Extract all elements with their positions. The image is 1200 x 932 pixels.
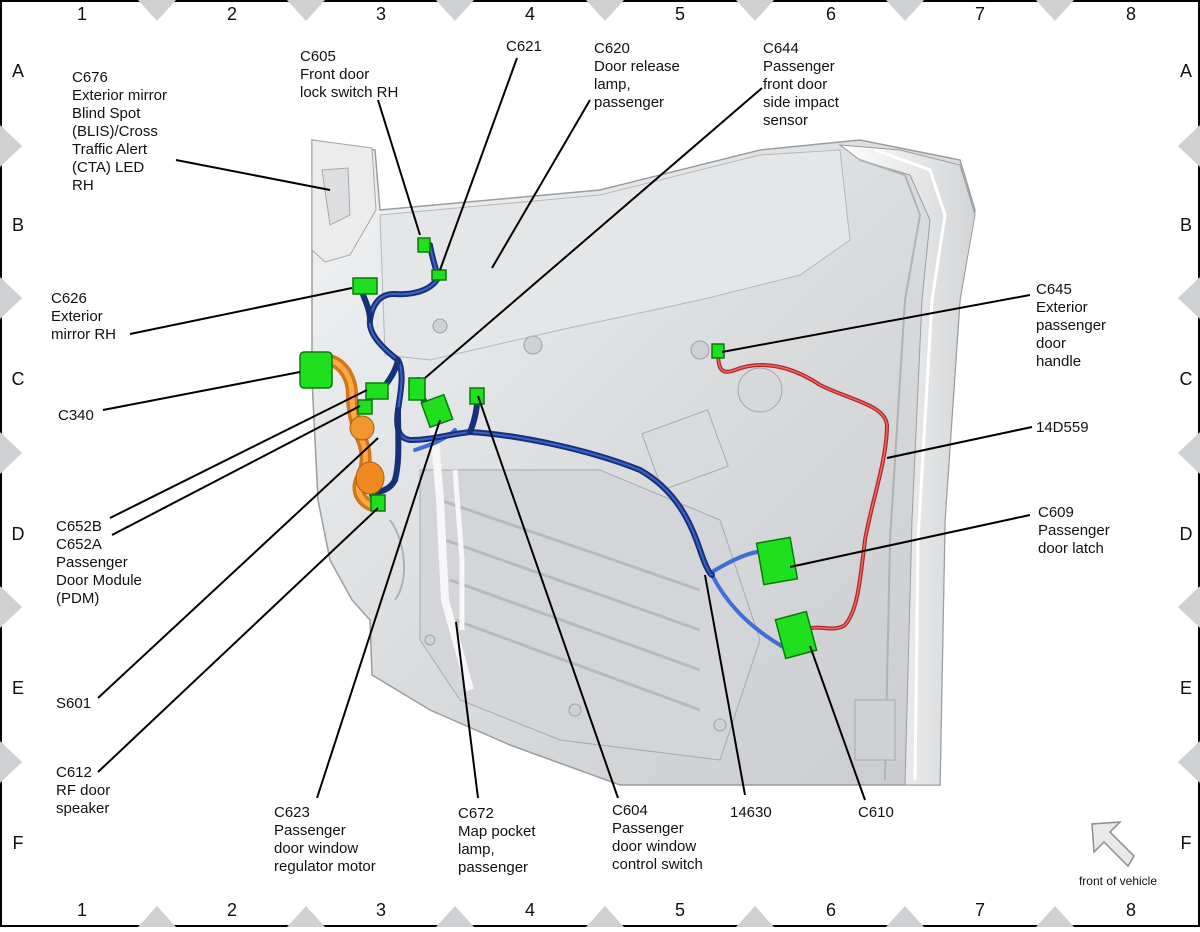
grid-tick-right [1178, 432, 1200, 474]
col-label-bottom: 3 [376, 900, 386, 920]
grid-tick-bottom [736, 906, 774, 927]
row-label-left: C [12, 369, 25, 389]
grid-tick-left [0, 125, 22, 167]
handle-harness [716, 350, 889, 631]
row-label-left: F [13, 833, 24, 853]
connector-c605 [417, 237, 431, 253]
grid-tick-top [436, 0, 474, 21]
grid-tick-top [138, 0, 176, 21]
pdm-harness [324, 354, 385, 511]
col-label-top: 1 [77, 4, 87, 24]
grid-tick-bottom [436, 906, 474, 927]
row-label-left: B [12, 215, 24, 235]
connector-c604 [469, 387, 485, 405]
arrow-up-left-icon [1091, 821, 1135, 868]
label-s601: S601 [56, 695, 91, 712]
label-c609: C609 Passenger door latch [1038, 504, 1114, 557]
grid-tick-right [1178, 586, 1200, 628]
grid-tick-top [886, 0, 924, 21]
connector-c644 [408, 377, 426, 401]
label-c340: C340 [58, 407, 94, 424]
label-14630: 14630 [730, 804, 772, 821]
col-label-bottom: 7 [975, 900, 985, 920]
grid-tick-left [0, 277, 22, 319]
col-label-top: 5 [675, 4, 685, 24]
grid-tick-top [287, 0, 325, 21]
grid-tick-top [1036, 0, 1074, 21]
row-label-right: C [1180, 369, 1193, 389]
label-c644: C644 Passenger front door side impact se… [763, 40, 843, 129]
col-label-bottom: 6 [826, 900, 836, 920]
grid-tick-left [0, 432, 22, 474]
connector-c610 [774, 610, 818, 660]
connector-c652b [365, 382, 389, 400]
label-c676: C676 Exterior mirror Blind Spot (BLIS)/C… [72, 69, 171, 194]
grid-labels: 1 2 3 4 5 6 7 8 1 2 3 4 5 6 7 8 A B C D … [12, 4, 1193, 920]
col-label-top: 3 [376, 4, 386, 24]
callout-labels: C676 Exterior mirror Blind Spot (BLIS)/C… [51, 38, 1114, 876]
connector-c623 [420, 393, 454, 429]
front-of-vehicle-indicator: front of vehicle [1079, 821, 1157, 888]
label-c621: C621 [506, 38, 542, 55]
grid-tick-top [586, 0, 624, 21]
col-label-top: 6 [826, 4, 836, 24]
row-label-right: F [1181, 833, 1192, 853]
grid-tick-right [1178, 741, 1200, 783]
grid-tick-right [1178, 277, 1200, 319]
leader-lines [97, 57, 1033, 801]
col-label-bottom: 4 [525, 900, 535, 920]
label-c612: C612 RF door speaker [56, 764, 114, 817]
label-14d559: 14D559 [1036, 419, 1089, 436]
label-c620: C620 Door release lamp, passenger [594, 40, 684, 111]
row-label-right: E [1180, 678, 1192, 698]
row-label-left: A [12, 61, 24, 81]
grid-tick-bottom [138, 906, 176, 927]
connector-c340 [299, 351, 333, 389]
row-label-left: E [12, 678, 24, 698]
col-label-bottom: 2 [227, 900, 237, 920]
label-c604: C604 Passenger door window control switc… [612, 802, 703, 873]
grid-tick-bottom [586, 906, 624, 927]
front-of-vehicle-label: front of vehicle [1079, 874, 1157, 888]
col-label-top: 7 [975, 4, 985, 24]
door-panel [311, 139, 976, 786]
label-c610: C610 [858, 804, 894, 821]
grid-tick-bottom [1036, 906, 1074, 927]
label-c623: C623 Passenger door window regulator mot… [274, 804, 376, 875]
row-label-right: A [1180, 61, 1192, 81]
col-label-top: 8 [1126, 4, 1136, 24]
grid-tick-right [1178, 125, 1200, 167]
connector-c609 [755, 536, 799, 586]
label-c652: C652B C652A Passenger Door Module (PDM) [56, 518, 146, 607]
connector-c621 [431, 269, 447, 281]
grid-tick-bottom [287, 906, 325, 927]
col-label-bottom: 1 [77, 900, 87, 920]
col-label-bottom: 5 [675, 900, 685, 920]
row-label-left: D [12, 524, 25, 544]
grid-tick-left [0, 741, 22, 783]
row-label-right: D [1180, 524, 1193, 544]
row-label-right: B [1180, 215, 1192, 235]
col-label-top: 4 [525, 4, 535, 24]
label-c626: C626 Exterior mirror RH [51, 290, 116, 343]
grid-tick-bottom [886, 906, 924, 927]
grid-tick-top [736, 0, 774, 21]
label-c672: C672 Map pocket lamp, passenger [458, 805, 540, 876]
label-c645: C645 Exterior passenger door handle [1036, 281, 1110, 370]
connector-c626 [352, 277, 378, 295]
col-label-bottom: 8 [1126, 900, 1136, 920]
label-c605: C605 Front door lock switch RH [300, 48, 398, 101]
grid-tick-left [0, 586, 22, 628]
connectors [299, 237, 818, 660]
col-label-top: 2 [227, 4, 237, 24]
connector-c612 [370, 494, 386, 512]
wire-latch-branch-lower [710, 573, 787, 650]
